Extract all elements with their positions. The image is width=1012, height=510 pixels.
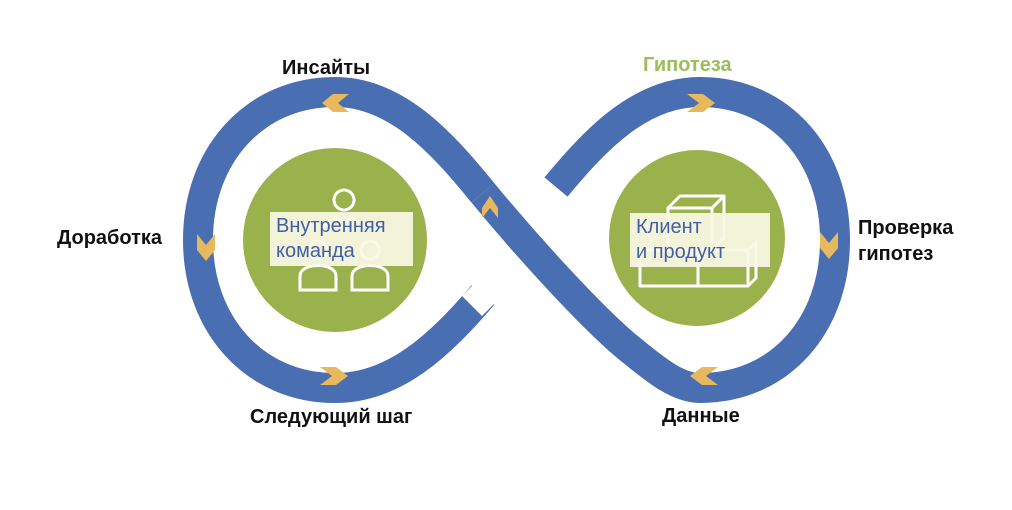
- label-hypothesis: Гипотеза: [643, 54, 732, 76]
- arrow-up-icon: [482, 196, 498, 218]
- label-next-step: Следующий шаг: [250, 406, 413, 428]
- arrow-left-icon: [322, 94, 349, 112]
- loop-crossing-gap: [462, 176, 560, 316]
- arrow-down-icon: [820, 232, 838, 259]
- arrow-right-icon: [320, 367, 348, 385]
- direction-arrows: [197, 94, 838, 385]
- loop-cross-falling: [544, 77, 701, 197]
- label-insights: Инсайты: [282, 57, 371, 79]
- arrow-right-icon: [687, 94, 715, 112]
- arrow-left-icon: [690, 367, 718, 385]
- label-data: Данные: [662, 405, 740, 427]
- label-hypothesis-check: Проверка гипотез: [858, 217, 954, 265]
- label-refinement: Доработка: [57, 227, 163, 249]
- center-label-client-product: Клиент и продукт: [630, 213, 770, 267]
- arrow-down-icon: [197, 234, 215, 261]
- loop-cross-rising: [471, 183, 702, 403]
- center-label-team: Внутренняя команда: [270, 212, 413, 266]
